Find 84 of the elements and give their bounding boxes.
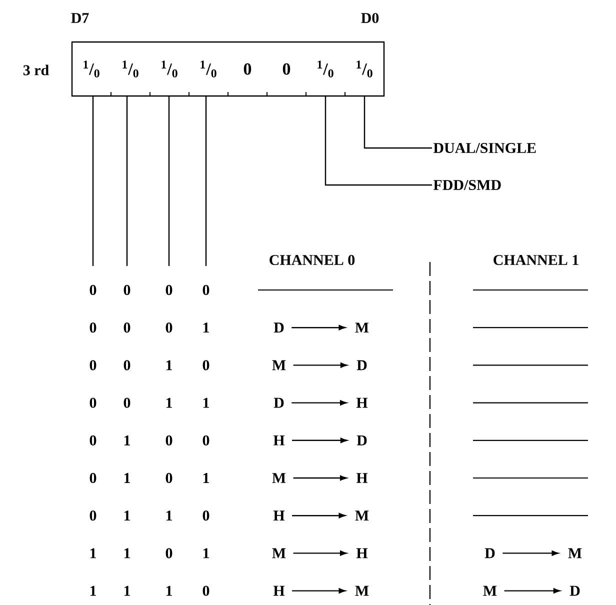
unit-letter: D xyxy=(356,360,367,370)
bit-value: 0 xyxy=(166,322,172,333)
bit-value: 0 xyxy=(124,322,130,333)
unit-letter: H xyxy=(356,548,368,558)
bit-value: 0 xyxy=(166,435,172,446)
bit-cell: 0 xyxy=(244,63,252,75)
bit-value: 1 xyxy=(203,322,209,333)
bit-value: 0 xyxy=(90,322,96,333)
bit-value: 0 xyxy=(90,472,96,484)
bit-value: 0 xyxy=(90,284,96,296)
unit-letter: H xyxy=(273,435,285,446)
unit-letter: M xyxy=(272,360,286,370)
bit-value: 0 xyxy=(90,398,96,408)
bit-value: 0 xyxy=(90,360,96,370)
bit-value: 0 xyxy=(166,548,172,558)
bit-value: 0 xyxy=(124,398,130,408)
unit-letter: D xyxy=(356,435,367,446)
unit-letter: H xyxy=(273,510,285,520)
arrow xyxy=(292,588,346,594)
bit-value: 1 xyxy=(203,548,209,558)
bit-label: FDD/SMD xyxy=(433,180,501,190)
register-box xyxy=(71,41,385,97)
unit-letter: D xyxy=(274,398,284,408)
unit-letter: D xyxy=(274,322,284,333)
bit-value: 1 xyxy=(124,473,130,483)
arrow xyxy=(292,438,348,443)
bit-value: 1 xyxy=(124,586,130,596)
bit-cell: $^{1}$/$_{0}$ xyxy=(200,60,216,78)
bit-value: 0 xyxy=(124,360,130,370)
unit-letter: H xyxy=(273,586,285,596)
bit-cell: $^{1}$/$_{0}$ xyxy=(162,60,178,78)
bit-cell: $^{1}$/$_{0}$ xyxy=(318,60,334,78)
bit-label: DUAL/SINGLE xyxy=(433,142,536,154)
bit-cell: $^{1}$/$_{0}$ xyxy=(356,60,372,78)
unit-letter: M xyxy=(355,510,369,520)
unit-letter: M xyxy=(355,322,369,332)
column-heading: CHANNEL 1 xyxy=(494,254,578,266)
bit-name: 3 rd xyxy=(23,64,49,76)
bit-cell: $^{1}$/$_{0}$ xyxy=(84,60,100,78)
bit-value: 0 xyxy=(90,435,96,446)
unit-letter: D xyxy=(570,586,580,596)
leader-line xyxy=(324,96,432,186)
bit-value: 0 xyxy=(124,284,130,296)
unit-letter: M xyxy=(483,586,497,596)
bit-value: 1 xyxy=(203,473,209,483)
bit-value: 0 xyxy=(202,435,210,446)
bit-value: 1 xyxy=(90,548,96,558)
bit-value: 1 xyxy=(166,398,172,408)
unit-letter: H xyxy=(356,398,368,408)
arrow xyxy=(504,588,560,594)
bit-value: 0 xyxy=(166,284,172,296)
bit-value: 1 xyxy=(166,510,172,521)
bit-value: 0 xyxy=(202,284,210,296)
arrow xyxy=(292,400,347,406)
arrow xyxy=(292,324,346,330)
unit-letter: D xyxy=(484,548,495,558)
arrow xyxy=(292,512,346,518)
unit-letter: M xyxy=(272,473,286,483)
bit-name: D0 xyxy=(361,12,379,24)
bit-name: D7 xyxy=(71,13,89,23)
leader-line xyxy=(364,96,432,149)
bit-value: 1 xyxy=(124,548,130,558)
column-heading: CHANNEL 0 xyxy=(270,254,355,266)
arrow xyxy=(293,475,347,481)
bit-value: 1 xyxy=(124,510,130,521)
bit-value: 1 xyxy=(166,360,172,370)
bit-value: 0 xyxy=(202,360,210,370)
bit-value: 0 xyxy=(90,510,96,521)
bit-value: 1 xyxy=(203,398,209,408)
bit-value: 1 xyxy=(124,435,130,446)
bit-value: 1 xyxy=(90,586,96,596)
unit-letter: M xyxy=(568,548,582,558)
unit-letter: M xyxy=(355,586,369,596)
bit-value: 0 xyxy=(166,472,172,484)
unit-letter: M xyxy=(272,548,286,558)
bit-cell: $^{1}$/$_{0}$ xyxy=(122,60,138,78)
arrow xyxy=(502,550,559,556)
unit-letter: H xyxy=(356,473,368,483)
arrow xyxy=(293,362,348,368)
bit-cell: 0 xyxy=(282,63,290,75)
bit-value: 0 xyxy=(202,510,210,521)
bit-value: 0 xyxy=(202,586,210,596)
arrow xyxy=(293,550,347,556)
bit-value: 1 xyxy=(166,586,172,596)
